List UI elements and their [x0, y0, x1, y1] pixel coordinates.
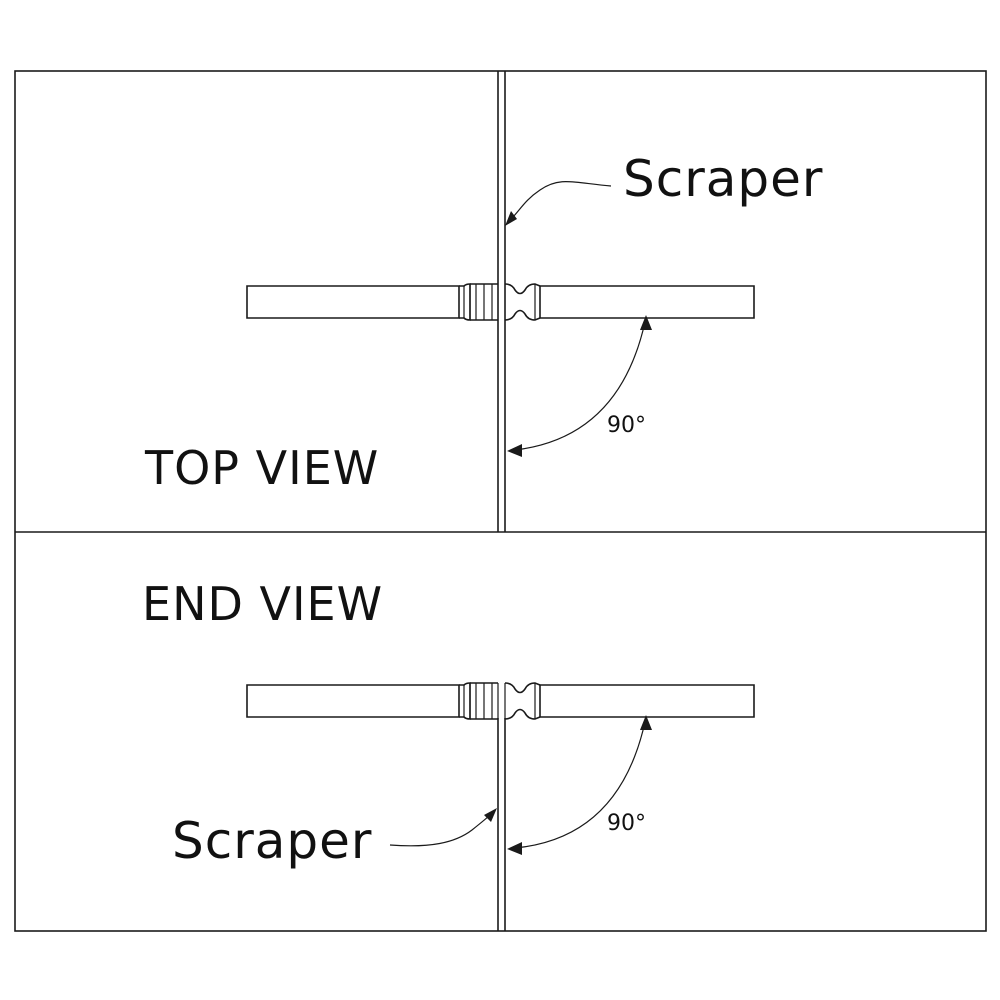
top-workpiece-bar [246, 283, 755, 321]
end-view-label: END VIEW [142, 577, 383, 631]
top-scraper-label: Scraper [623, 150, 823, 208]
top-scraper [497, 71, 506, 532]
top-panel: Scraper 90° TOP VIEW [144, 71, 823, 532]
top-angle-label: 90° [607, 413, 646, 438]
end-angle-label: 90° [607, 811, 646, 836]
end-scraper-leader [389, 808, 497, 847]
end-panel: END VIEW 90° Scraper [142, 577, 755, 931]
end-scraper-label: Scraper [172, 812, 372, 870]
top-angle-arc [507, 315, 652, 457]
end-scraper [497, 718, 506, 931]
top-view-label: TOP VIEW [144, 441, 379, 495]
outer-frame [14, 70, 987, 932]
end-angle-arc [507, 715, 652, 855]
end-workpiece-bar [246, 682, 755, 720]
top-scraper-leader [505, 180, 612, 226]
